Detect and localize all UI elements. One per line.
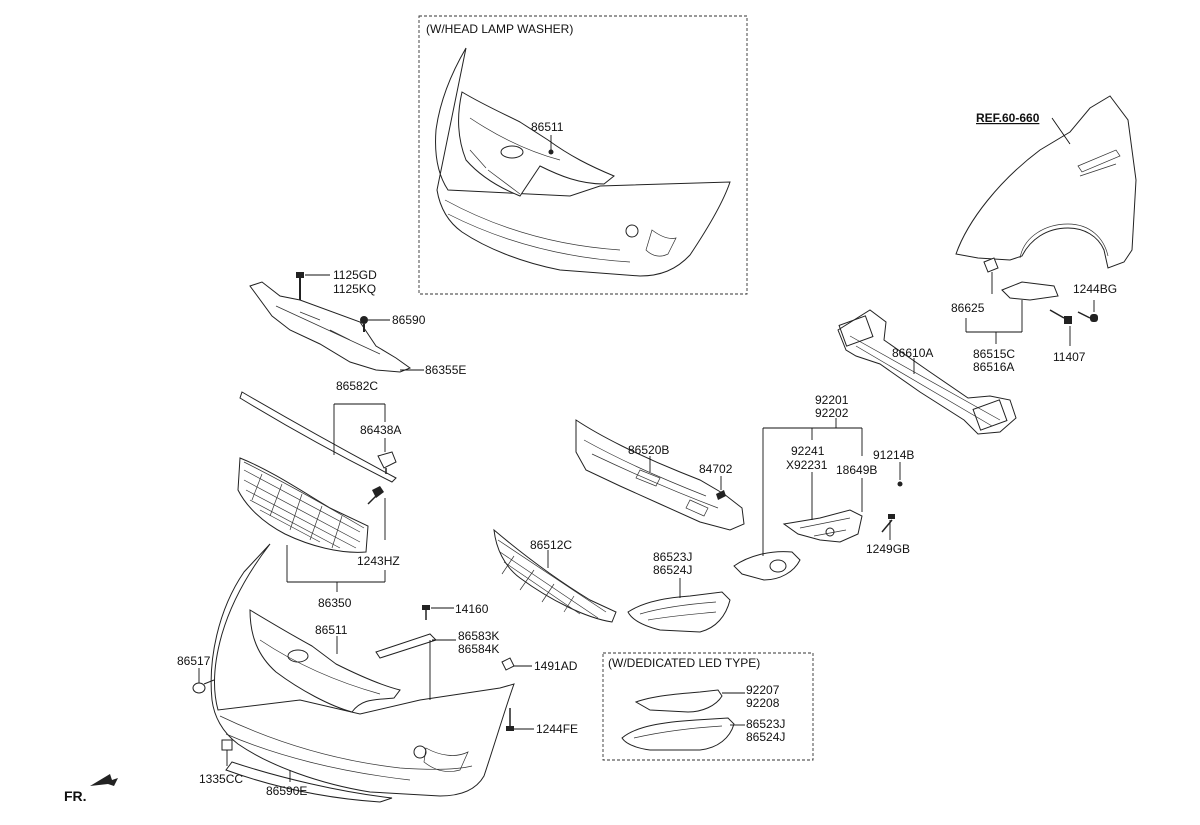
- bolt-14160-icon: [422, 605, 430, 620]
- led-bezel-86523j: [621, 717, 735, 751]
- label-86584k: 86584K: [458, 642, 499, 656]
- lower-grille-group: 86512C: [493, 528, 617, 623]
- label-92202: 92202: [815, 406, 849, 420]
- fog-lamp-bezel-group: 86523J 86524J: [627, 550, 731, 633]
- label-18649b: 18649B: [836, 463, 877, 477]
- fog-lamp-92201: [733, 551, 801, 581]
- label-92201: 92201: [815, 393, 849, 407]
- clip-86438a-icon: [377, 451, 397, 474]
- fog-lamp-bracket-92241: [782, 509, 863, 543]
- clip-1335cc-icon: [221, 739, 233, 751]
- label-86590e: 86590E: [266, 784, 307, 798]
- bumper-beam-86610a: [837, 309, 1017, 435]
- label-92241: 92241: [791, 444, 825, 458]
- label-86610a: 86610A: [892, 346, 933, 360]
- label-86582c: 86582C: [336, 379, 378, 393]
- inset-head-lamp-washer: (W/HEAD LAMP WASHER) 86511: [418, 15, 748, 295]
- label-86511: 86511: [315, 623, 348, 637]
- bracket-86355e-group: 1125GD 1125KQ 86590 86355E: [249, 268, 466, 377]
- clip-91214b-icon: [897, 481, 903, 487]
- label-86517: 86517: [177, 654, 211, 668]
- label-1335cc: 1335CC: [199, 772, 243, 786]
- inset-head-lamp-washer-title: (W/HEAD LAMP WASHER): [426, 22, 573, 36]
- inset-head-lamp-washer-frame: [418, 15, 748, 295]
- front-bumper-cover-group: 86590E 1335CC 86511 86517 14160 86583K 8…: [177, 543, 578, 803]
- label-86438a: 86438A: [360, 423, 401, 437]
- label-86590: 86590: [392, 313, 426, 327]
- label-1243hz: 1243HZ: [357, 554, 400, 568]
- label-1125gd: 1125GD: [333, 268, 377, 282]
- bolt-1125gd-icon: [296, 272, 304, 300]
- fender-group: REF.60-660 86625 86515C 86516A 1244BG 11…: [951, 95, 1137, 374]
- screw-1249gb-icon: [881, 514, 895, 533]
- label-86524j-led: 86524J: [746, 730, 785, 744]
- label-86520b: 86520B: [628, 443, 669, 457]
- clip-86625-icon: [983, 257, 999, 273]
- label-86350: 86350: [318, 596, 352, 610]
- energy-absorber-86520b: [575, 419, 745, 531]
- label-92207: 92207: [746, 683, 780, 697]
- label-1491ad: 1491AD: [534, 659, 578, 673]
- label-1125kq: 1125KQ: [333, 282, 376, 296]
- label-86516a: 86516A: [973, 360, 1014, 374]
- radiator-grille-86350: [237, 457, 369, 553]
- label-86625: 86625: [951, 301, 985, 315]
- label-14160: 14160: [455, 602, 489, 616]
- bolt-1244bg-icon: [1077, 311, 1098, 322]
- front-arrow-icon: [90, 774, 118, 786]
- upper-fascia-86511: [249, 609, 401, 713]
- label-86523j-led: 86523J: [746, 717, 785, 731]
- inset-dedicated-led: (W/DEDICATED LED TYPE) 92207 92208 86523…: [602, 652, 814, 761]
- front-lip-86590e: [225, 761, 393, 803]
- label-91214b: 91214B: [873, 448, 914, 462]
- fog-lamp-group: 91214B 1249GB 92201 92202 92241 X92231 1…: [733, 393, 914, 581]
- label-84702: 84702: [699, 462, 733, 476]
- label-x92231: X92231: [786, 458, 828, 472]
- side-bracket-86515c: [1001, 281, 1059, 301]
- label-86512c: 86512C: [530, 538, 572, 552]
- inset-bumper-cover: [435, 47, 731, 277]
- front-direction-label: FR.: [64, 788, 87, 804]
- bumper-upper-bracket: [249, 281, 412, 373]
- bumper-beam-group: 86610A: [837, 309, 1017, 435]
- energy-absorber-group: 86520B 84702: [575, 419, 745, 531]
- inset-grille-86511: [458, 91, 615, 197]
- label-86524j: 86524J: [653, 563, 692, 577]
- label-86515c: 86515C: [973, 347, 1015, 361]
- fender-reference-label: REF.60-660: [976, 111, 1040, 125]
- clip-1491ad-icon: [501, 657, 515, 671]
- moulding-86583k: [375, 633, 437, 659]
- screw-1244fe-icon: [506, 708, 514, 731]
- label-1244fe: 1244FE: [536, 722, 578, 736]
- label-1249gb: 1249GB: [866, 542, 910, 556]
- screw-11407-icon: [1049, 309, 1072, 324]
- label-86523j: 86523J: [653, 550, 692, 564]
- front-direction-indicator: FR.: [64, 774, 118, 804]
- fog-lamp-bezel-86523j: [627, 591, 731, 633]
- inset-dedicated-led-title: (W/DEDICATED LED TYPE): [608, 656, 760, 670]
- label-86355e: 86355E: [425, 363, 466, 377]
- grille-moulding-strip: [239, 391, 397, 483]
- screw-1243hz-icon: [367, 486, 384, 505]
- front-bumper-cover: [210, 543, 515, 797]
- label-92208: 92208: [746, 696, 780, 710]
- front-fender: [955, 95, 1137, 269]
- grille-assembly-group: 86582C 86438A 1243HZ 86350: [237, 379, 401, 610]
- label-1244bg: 1244BG: [1073, 282, 1117, 296]
- inset-dedicated-led-frame: [602, 652, 814, 761]
- inset-label-86511: 86511: [531, 120, 564, 134]
- clip-86590-icon: [360, 316, 368, 332]
- led-drl-92207: [634, 689, 723, 713]
- label-11407: 11407: [1053, 350, 1086, 364]
- clip-84702-icon: [716, 490, 726, 500]
- label-86583k: 86583K: [458, 629, 499, 643]
